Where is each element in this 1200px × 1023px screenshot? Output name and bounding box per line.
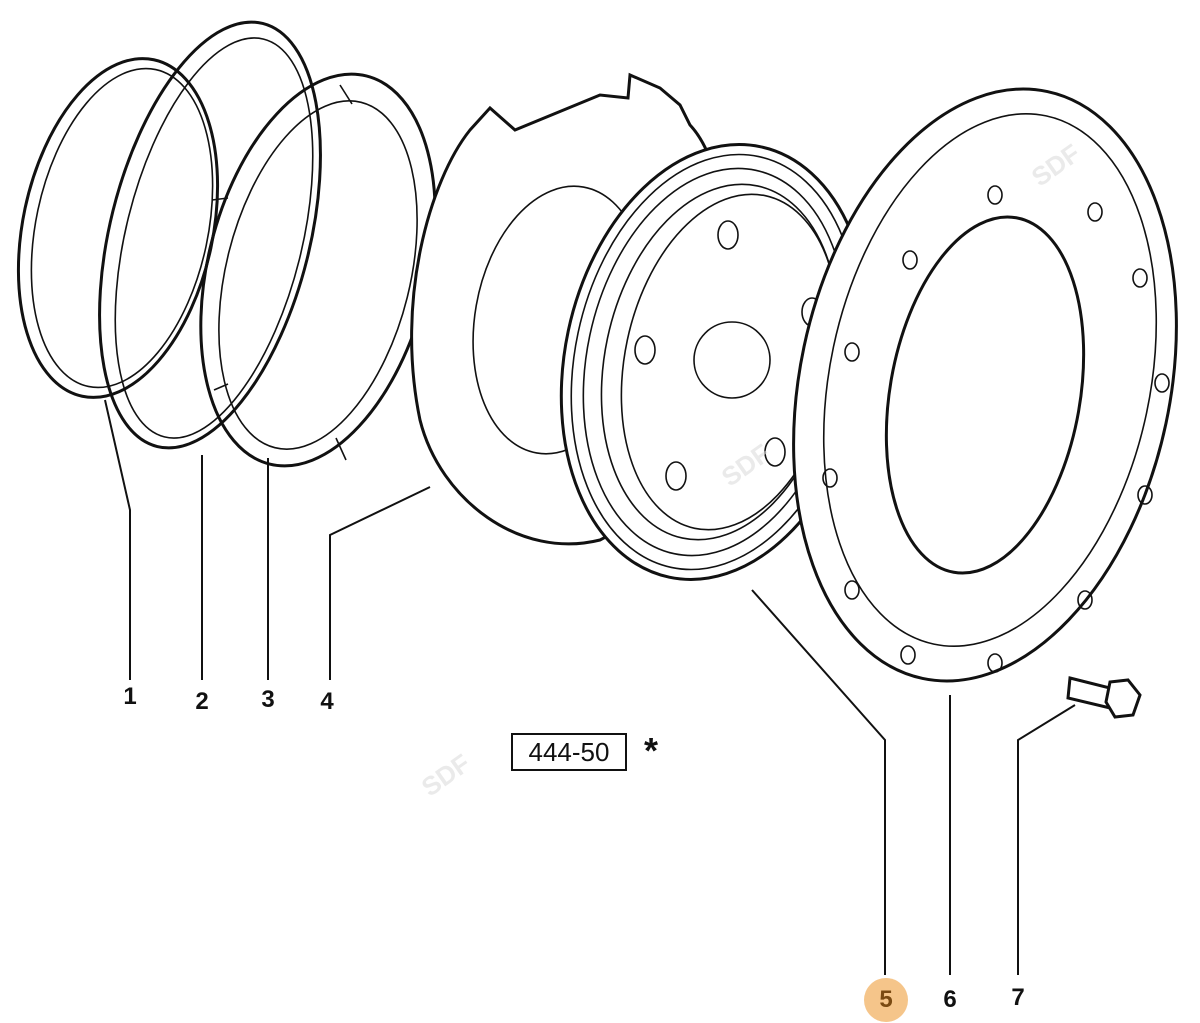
- part-6-cover[interactable]: [742, 53, 1200, 717]
- highlight-marker: [864, 978, 908, 1022]
- part-number-3[interactable]: 3: [261, 686, 275, 713]
- reference-asterisk: *: [644, 730, 659, 771]
- part-number-7[interactable]: 7: [1011, 984, 1025, 1011]
- part-number-1[interactable]: 1: [123, 683, 137, 710]
- part-2-ring[interactable]: [60, 0, 360, 471]
- reference-code-box: 444-50: [511, 733, 627, 771]
- part-number-6[interactable]: 6: [943, 986, 957, 1013]
- part-5-friction-disc[interactable]: [523, 116, 908, 609]
- part-7-bolt[interactable]: [1066, 676, 1142, 719]
- part-number-2[interactable]: 2: [195, 688, 209, 715]
- part-1-ring[interactable]: [0, 40, 247, 416]
- part-number-4[interactable]: 4: [320, 688, 334, 715]
- leader-lines: [104, 399, 1076, 975]
- part-number-5[interactable]: 5: [879, 986, 893, 1013]
